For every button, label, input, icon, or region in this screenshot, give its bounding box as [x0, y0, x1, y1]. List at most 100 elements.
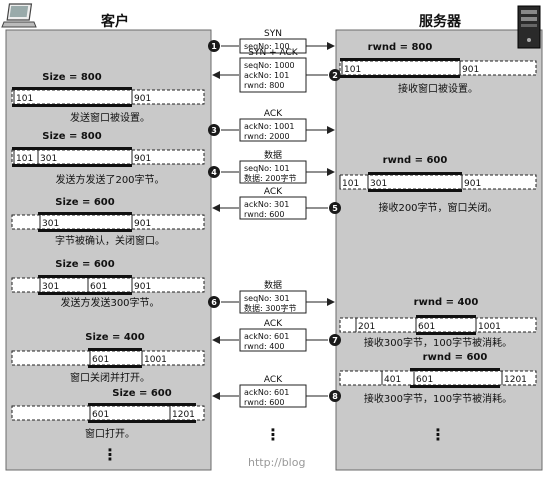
window-band-bottom [368, 189, 462, 192]
window-band-top [88, 348, 142, 351]
step-number-marker [329, 69, 341, 81]
client-window-2: Size = 800 101 301 901 发送方发送了200字节。 [11, 131, 205, 186]
watermark: http://blog [248, 456, 305, 469]
window-mark: 1201 [172, 410, 195, 420]
step-number-marker [329, 390, 341, 402]
window-band-top [38, 275, 132, 278]
window-mark: 601 [92, 355, 109, 365]
step-number: 3 [211, 126, 217, 135]
window-caption: 发送方发送了200字节。 [55, 173, 164, 186]
message-field: ackNo: 601 [244, 388, 289, 397]
window-size-label: Size = 800 [42, 131, 101, 142]
message-box [239, 57, 307, 93]
step-number-marker [208, 166, 220, 178]
window-caption: 窗口关闭并打开。 [70, 371, 150, 384]
window-mark: 1001 [144, 355, 167, 365]
window-band-bottom [416, 332, 476, 335]
window-band-top [88, 403, 196, 406]
message-field: ackNo: 101 [244, 71, 289, 80]
window-band-top [12, 147, 132, 150]
message-field: rwnd: 800 [244, 81, 285, 90]
window-rwnd-label: rwnd = 600 [383, 155, 448, 166]
step-number-marker [329, 202, 341, 214]
window-band-top [368, 172, 462, 175]
ellipsis-client: ⋮ [102, 445, 118, 464]
window-mark: 901 [134, 94, 151, 104]
window-mark: 601 [92, 410, 109, 420]
window-mark: 901 [134, 219, 151, 229]
client-header: 客户 [100, 13, 129, 30]
step-number-marker [208, 124, 220, 136]
window-strip [11, 89, 205, 105]
message-label: 数据 [264, 149, 282, 161]
window-band-top [12, 87, 132, 90]
step-number-marker [208, 40, 220, 52]
window-band-top [416, 315, 476, 318]
server-icon [517, 5, 541, 49]
window-mark: 301 [42, 282, 59, 292]
window-band-bottom [88, 420, 196, 423]
step-number: 6 [211, 298, 217, 307]
message-field: ackNo: 301 [244, 200, 289, 209]
client-window-5: Size = 400 601 1001 窗口关闭并打开。 [11, 332, 205, 384]
window-mark: 1001 [478, 322, 501, 332]
window-mark: 601 [416, 375, 433, 385]
step-number-marker [329, 334, 341, 346]
window-mark: 101 [344, 65, 361, 75]
window-band-bottom [340, 75, 460, 78]
step-number: 5 [332, 204, 338, 213]
window-strip [339, 60, 537, 76]
message-field: 数据: 300字节 [244, 303, 297, 313]
window-caption: 接收300字节，100字节被消耗。 [364, 336, 512, 349]
window-rwnd-label: rwnd = 600 [423, 352, 488, 363]
window-band-bottom [12, 104, 132, 107]
window-mark: 301 [40, 154, 57, 164]
message-label: ACK [264, 319, 283, 329]
window-size-label: Size = 600 [112, 388, 171, 399]
window-size-label: Size = 400 [85, 332, 144, 343]
message-label: ACK [264, 109, 283, 119]
message-label: ACK [264, 187, 283, 197]
message-field: ackNo: 601 [244, 332, 289, 341]
window-band-bottom [410, 385, 500, 388]
ellipsis-middle: ⋮ [265, 425, 281, 444]
window-rwnd-label: rwnd = 400 [414, 297, 479, 308]
message-field: 数据: 200字节 [244, 173, 297, 183]
window-rwnd-label: rwnd = 800 [368, 42, 433, 53]
message-field: rwnd: 400 [244, 342, 285, 351]
message-field: rwnd: 600 [244, 398, 285, 407]
laptop-icon [1, 3, 37, 28]
window-mark: 1201 [504, 375, 527, 385]
window-band-bottom [88, 365, 142, 368]
step-number: 4 [211, 168, 217, 177]
message-label: SYN [264, 29, 282, 39]
message-label: SYN + ACK [248, 48, 298, 58]
message-field: seqNo: 301 [244, 294, 290, 303]
window-mark: 101 [16, 154, 33, 164]
window-mark: 601 [418, 322, 435, 332]
message-field: seqNo: 100 [244, 42, 290, 51]
window-mark: 901 [464, 179, 481, 189]
window-strip [11, 277, 205, 293]
message-field: seqNo: 101 [244, 164, 290, 173]
window-mark: 401 [384, 375, 401, 385]
server-header: 服务器 [419, 13, 462, 30]
step-number: 2 [332, 71, 338, 80]
message-label: 数据 [264, 279, 282, 291]
window-band-bottom [12, 164, 132, 167]
window-mark: 901 [134, 154, 151, 164]
